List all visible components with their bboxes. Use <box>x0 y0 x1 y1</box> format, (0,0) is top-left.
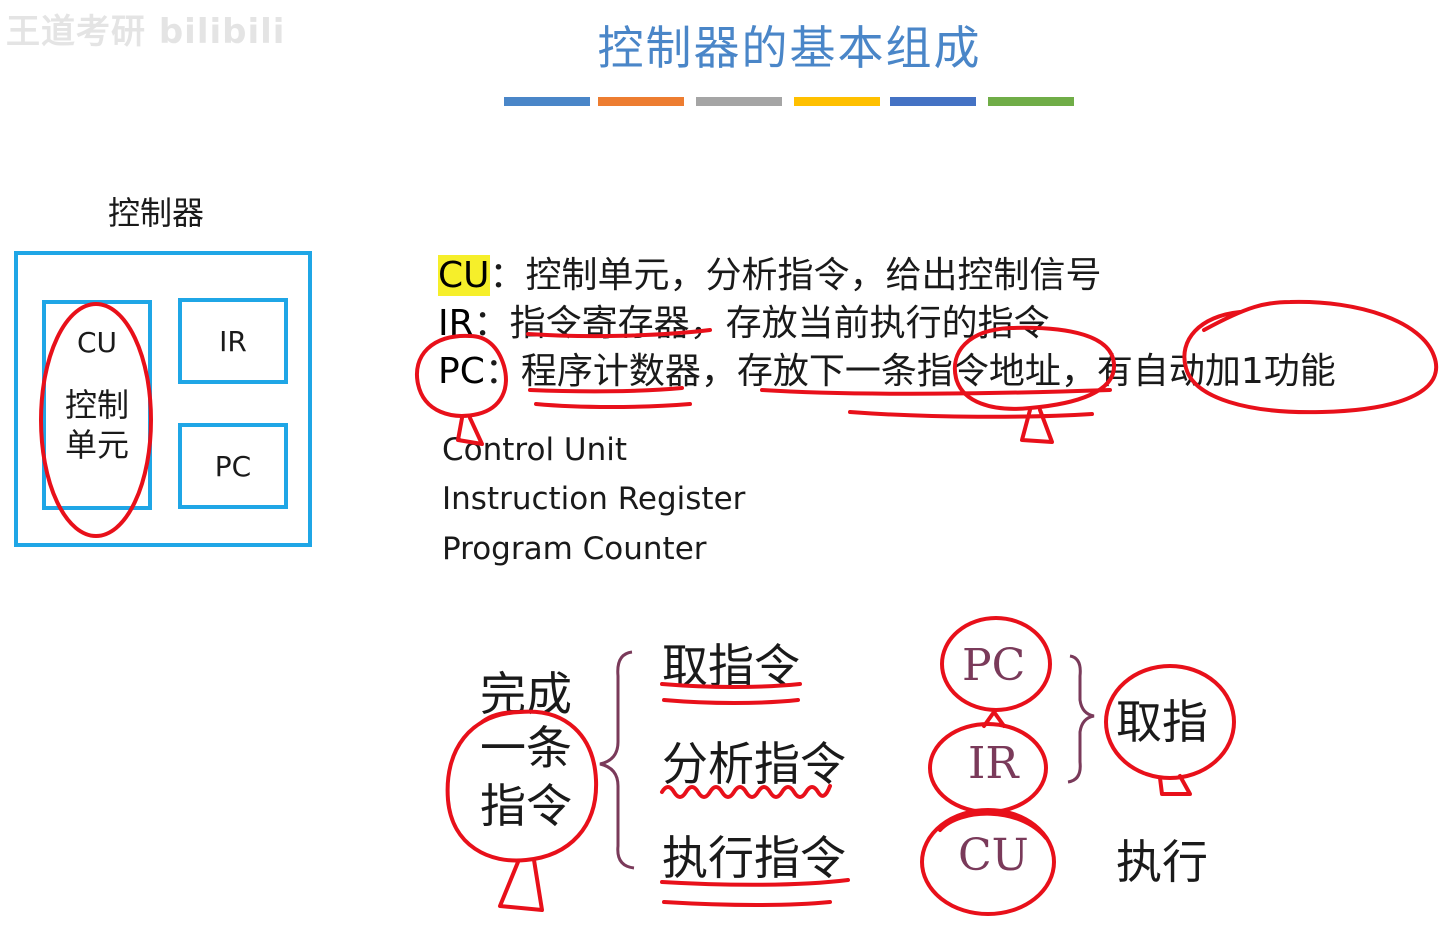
underline-next <box>760 388 1112 396</box>
underline-pc-1 <box>528 386 684 394</box>
definition-ir: IR：指令寄存器，存放当前执行的指令 <box>438 294 1050 346</box>
title-bar-6 <box>988 97 1074 106</box>
english-pc: Program Counter <box>442 531 707 567</box>
title-bar-5 <box>890 97 976 106</box>
addr-circle-tail <box>1020 408 1054 444</box>
register-cu: CU <box>958 830 1029 881</box>
cu-register-circle <box>920 808 1056 916</box>
underline-execute-1 <box>660 878 850 887</box>
definition-key: CU <box>438 255 490 296</box>
underline-execute-2 <box>662 900 832 907</box>
controller-box <box>14 251 312 547</box>
register-ir: IR <box>968 738 1019 789</box>
pc-register-circle <box>940 616 1052 712</box>
definition-sep: ： <box>489 255 526 296</box>
auto-inc-circle <box>1182 299 1438 415</box>
definition-cu: CU：控制单元，分析指令，给出控制信号 <box>438 246 1102 298</box>
fetch-phase-tail <box>1158 774 1192 796</box>
underline-fetch-2 <box>662 698 800 705</box>
definition-key: PC <box>438 351 485 392</box>
underline-pc-2 <box>534 402 692 409</box>
underline-fetch-1 <box>660 682 802 689</box>
step-execute: 执行指令 <box>662 831 846 885</box>
definition-pc: PC：程序计数器，存放下一条指令地址，有自动加1功能 <box>438 342 1336 394</box>
cu-abbr: CU <box>76 326 118 359</box>
english-cu: Control Unit <box>442 432 628 468</box>
underline-next-2 <box>848 410 1094 419</box>
step-analyze: 分析指令 <box>662 737 846 791</box>
pc-box: PC <box>178 423 288 509</box>
cu-register-circle-2 <box>938 811 1048 840</box>
phase-fetch: 取指 <box>1116 695 1208 749</box>
pc-label: PC <box>214 449 252 483</box>
cu-name: 控制单元 <box>64 386 129 464</box>
title-bar-3 <box>696 97 782 106</box>
controller-label: 控制器 <box>108 194 205 232</box>
title-bar-2 <box>598 97 684 106</box>
right-brace <box>1067 654 1095 784</box>
pc-circle-tail <box>456 416 484 446</box>
underline-ir <box>526 328 712 339</box>
fetch-phase-circle <box>1104 664 1236 780</box>
watermark: 王道考研 bilibili <box>6 12 286 52</box>
underline-analyze-wavy <box>660 784 832 799</box>
cu-ellipse <box>39 302 153 538</box>
lead-circle <box>445 709 599 863</box>
ir-register-circle <box>928 722 1048 814</box>
register-pc: PC <box>962 640 1026 691</box>
step-lead-3: 指令 <box>480 779 572 833</box>
ir-label: IR <box>219 324 247 358</box>
lead-circle-tail <box>498 858 544 912</box>
step-lead-2: 一条 <box>480 721 572 775</box>
ir-tail <box>982 710 1006 728</box>
title-bar-4 <box>794 97 880 106</box>
ir-box: IR <box>178 298 288 384</box>
pc-circle <box>414 333 508 418</box>
title-bar-1 <box>504 97 590 106</box>
phase-execute: 执行 <box>1116 835 1208 889</box>
definition-text: 程序计数器，存放下一条指令地址，有自动加1功能 <box>520 351 1336 392</box>
left-brace <box>599 650 635 870</box>
page-title: 控制器的基本组成 <box>597 21 982 75</box>
english-ir: Instruction Register <box>442 481 746 517</box>
definition-text: 控制单元，分析指令，给出控制信号 <box>525 255 1102 296</box>
addr-circle <box>952 325 1117 411</box>
